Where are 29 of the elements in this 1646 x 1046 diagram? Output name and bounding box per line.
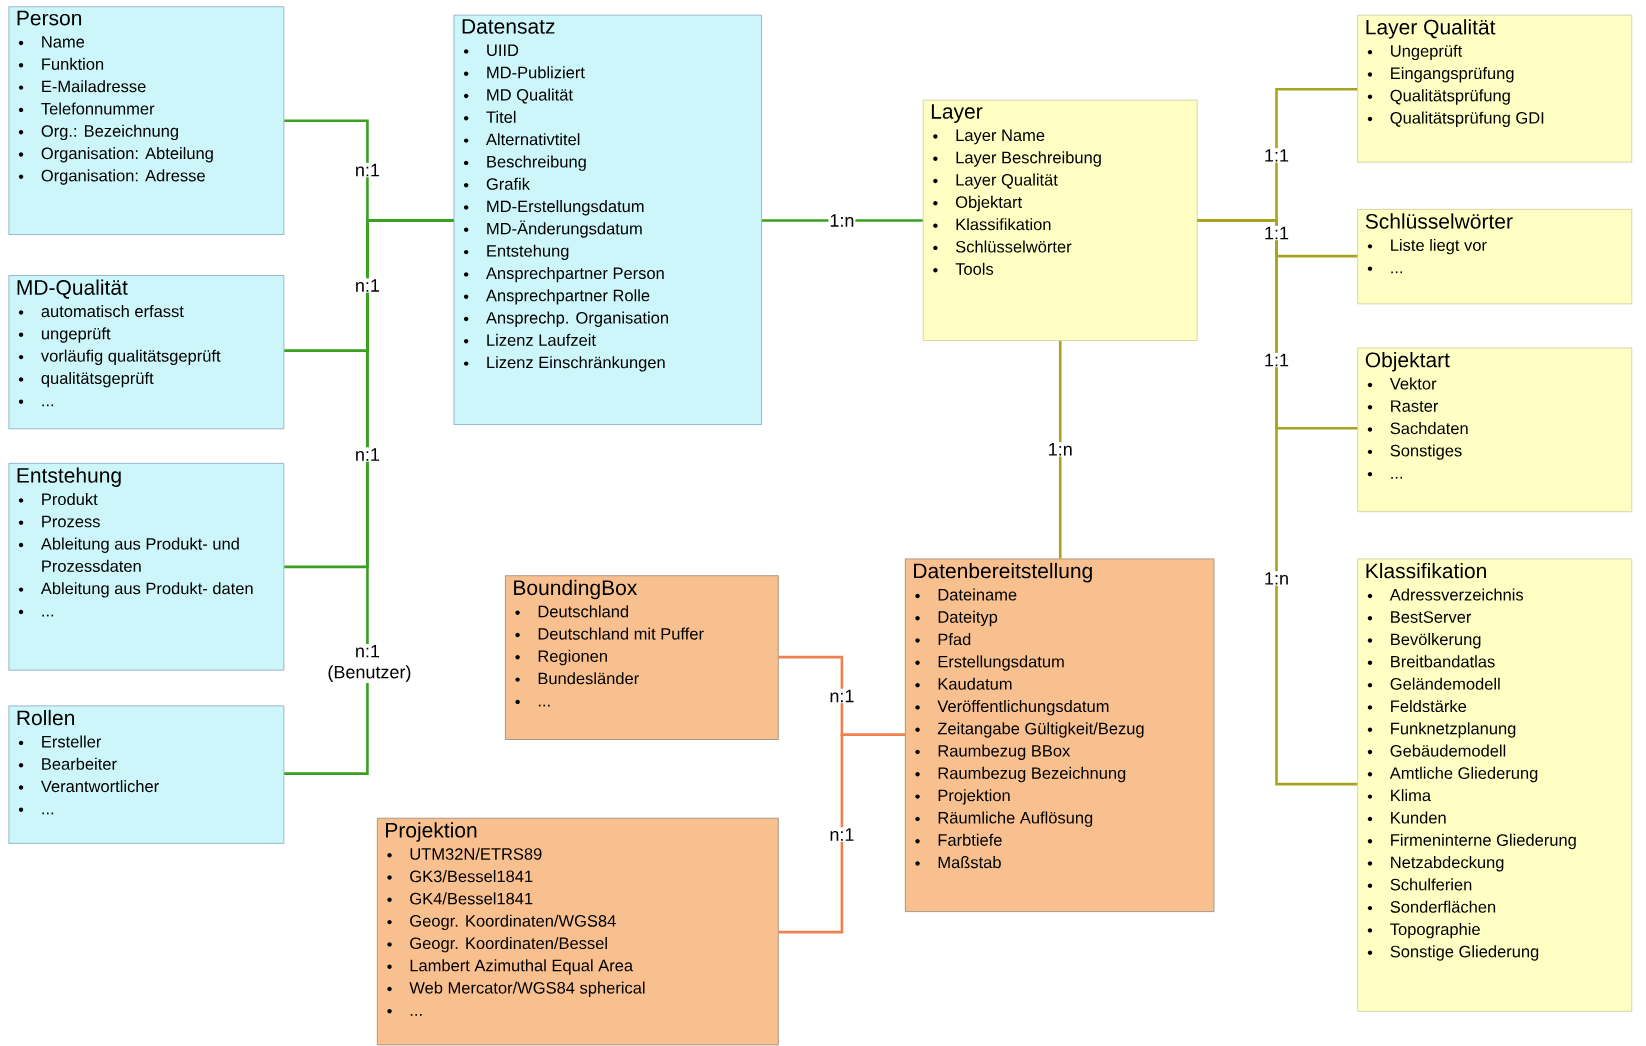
- connector-line: [284, 219, 454, 775]
- entity-box: Rollen Ersteller Bearbeiter Verantwortlicher ...: [8, 705, 285, 844]
- entity-box: Klassifikation Adressverzeichnis BestServer Bevölkerung Breitbandatlas Geländemodell Feldstärke Funknetzplanung Gebäudemodell Amtliche Gliederung Klima Kunden Firmeninterne Gliederung Netzabdeckung Schulferien Sonderflächen Topographie Sonstige Gliederung: [1357, 558, 1633, 1012]
- connector-line: [778, 733, 905, 934]
- entity-box: Person Name Funktion E-Mailadresse Telefonnummer Org.: Bezeichnung Organisation: Abteilung Organisation: Adresse: [8, 6, 285, 235]
- entity-box: MD-Qualität automatisch erfasst ungeprüft vorläufig qualitätsgeprüft qualitätsgeprüft ...: [8, 275, 285, 430]
- connector-line: [1197, 219, 1358, 786]
- edge-label: 1:n: [828, 213, 856, 228]
- entity-box: Entstehung Produkt Prozess Ableitung aus Produkt- und Prozessdaten Ableitung aus Produkt- daten ...: [8, 462, 285, 671]
- entity-box: Schlüsselwörter Liste liegt vor ...: [1357, 208, 1633, 305]
- entity-box: Projektion UTM32N/ETRS89 GK3/Bessel1841 GK4/Bessel1841 Geogr. Koordinaten/WGS84 Geogr. Koordinaten/Bessel Lambert Azimuthal Equal Area Web Mercator/WGS84 spherical ...: [376, 817, 779, 1046]
- edge-label: 1:n: [1046, 442, 1074, 457]
- entity-box: Datensatz UIID MD-Publiziert MD Qualität Titel Alternativtitel Beschreibung Grafik MD-Erstellungsdatum MD-Änderungsdatum Entstehung Ansprechpartner Person Ansprechpartner Rolle Ansprechp. Organisation Lizenz Laufzeit Lizenz Einschränkungen: [453, 14, 762, 425]
- edge-label: n:1: [828, 827, 856, 842]
- entity-box: BoundingBox Deutschland Deutschland mit Puffer Regionen Bundesländer ...: [504, 575, 779, 740]
- edge-label: n:1: [353, 162, 381, 178]
- entity-box: Layer Qualität Ungeprüft Eingangsprüfung Qualitätsprüfung Qualitätsprüfung GDI: [1357, 14, 1633, 163]
- edge-label: 1:1: [1263, 148, 1290, 163]
- connector-line: [1058, 341, 1062, 559]
- entity-box: Objektart Vektor Raster Sachdaten Sonstiges ...: [1357, 347, 1633, 513]
- edge-label: n:1: [828, 688, 856, 704]
- edge-label: n:1: [353, 447, 381, 462]
- edge-label: 1:n: [1263, 571, 1290, 586]
- edge-label: n:1: [353, 278, 381, 293]
- edge-label: 1:1: [1263, 225, 1290, 241]
- edge-label: n:1 (Benutzer): [326, 643, 411, 683]
- entity-box: Datenbereitstellung Dateiname Dateityp Pfad Erstellungsdatum Kaudatum Veröffentlichungsdatum Zeitangabe Gültigkeit/Bezug Raumbezug BBox Raumbezug Bezeichnung Projektion Räumliche Auflösung Farbtiefe Maßstab: [904, 558, 1215, 913]
- entity-box: Layer Layer Name Layer Beschreibung Layer Qualität Objektart Klassifikation Schlüsselwörter Tools: [922, 99, 1198, 342]
- edge-label: 1:1: [1263, 352, 1290, 368]
